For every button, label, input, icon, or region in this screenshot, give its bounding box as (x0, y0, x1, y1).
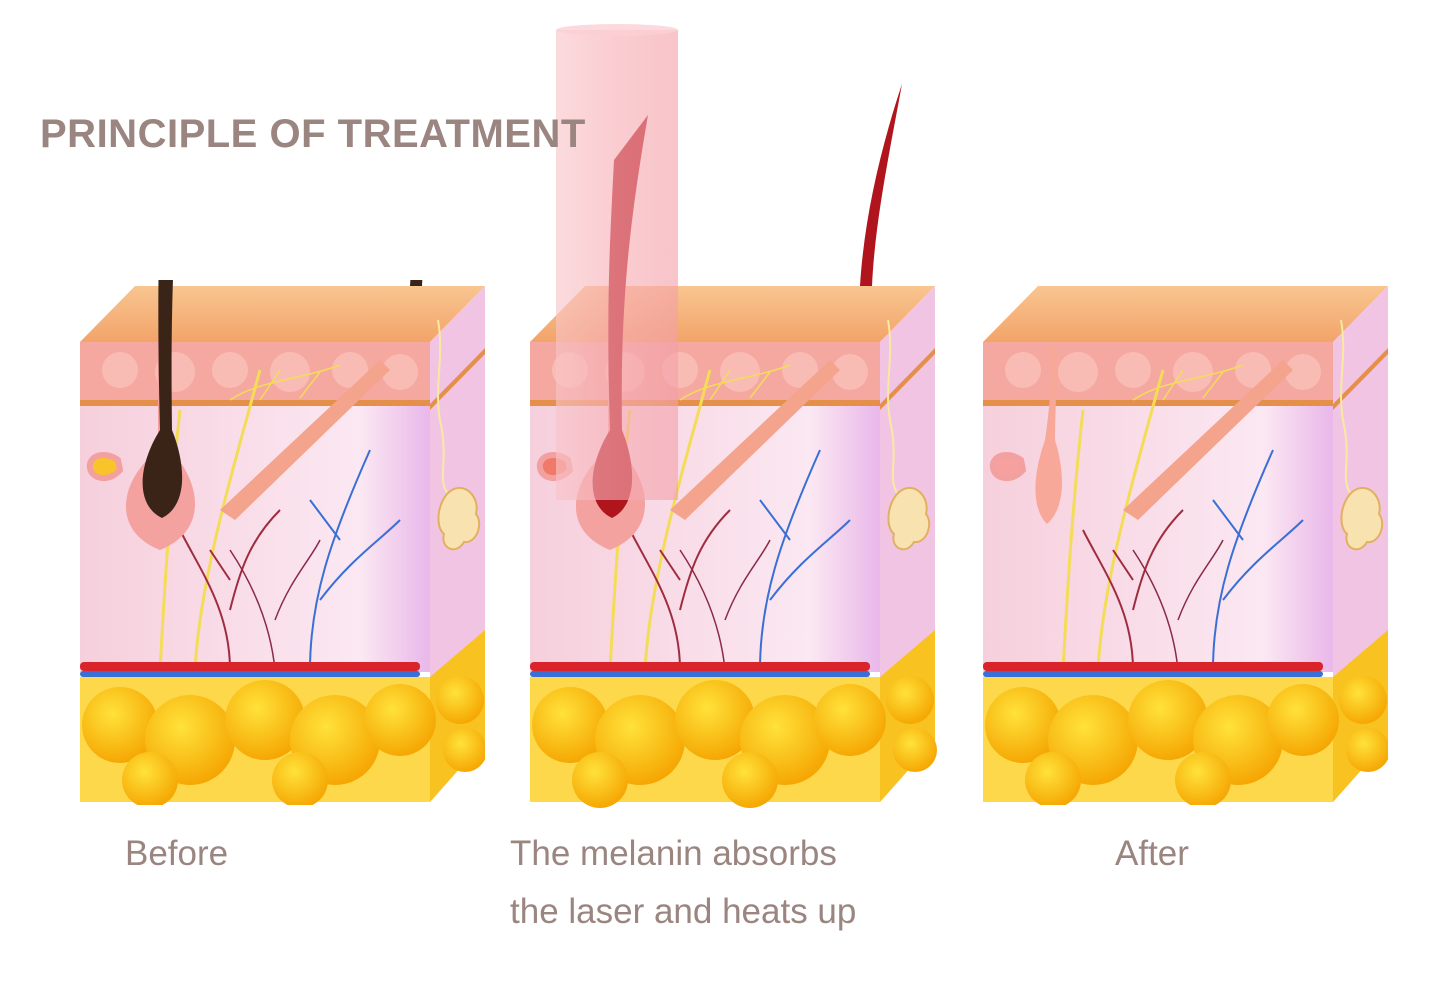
laser-beam-icon (556, 30, 678, 500)
caption-after: After (1115, 834, 1189, 873)
empty-follicle-icon (1035, 346, 1062, 524)
panel-before (80, 280, 485, 805)
caption-laser: The melanin absorbs the laser and heats … (510, 834, 857, 931)
skin-cross-section-before (80, 280, 485, 805)
panel-after (983, 280, 1388, 805)
skin-cross-section-laser (528, 24, 939, 810)
panel-laser (528, 24, 939, 810)
diagram-title: PRINCIPLE OF TREATMENT (40, 112, 586, 156)
skin-cross-section-after (983, 284, 1388, 805)
hair-follicle-icon (142, 280, 183, 518)
caption-before: Before (125, 834, 229, 873)
